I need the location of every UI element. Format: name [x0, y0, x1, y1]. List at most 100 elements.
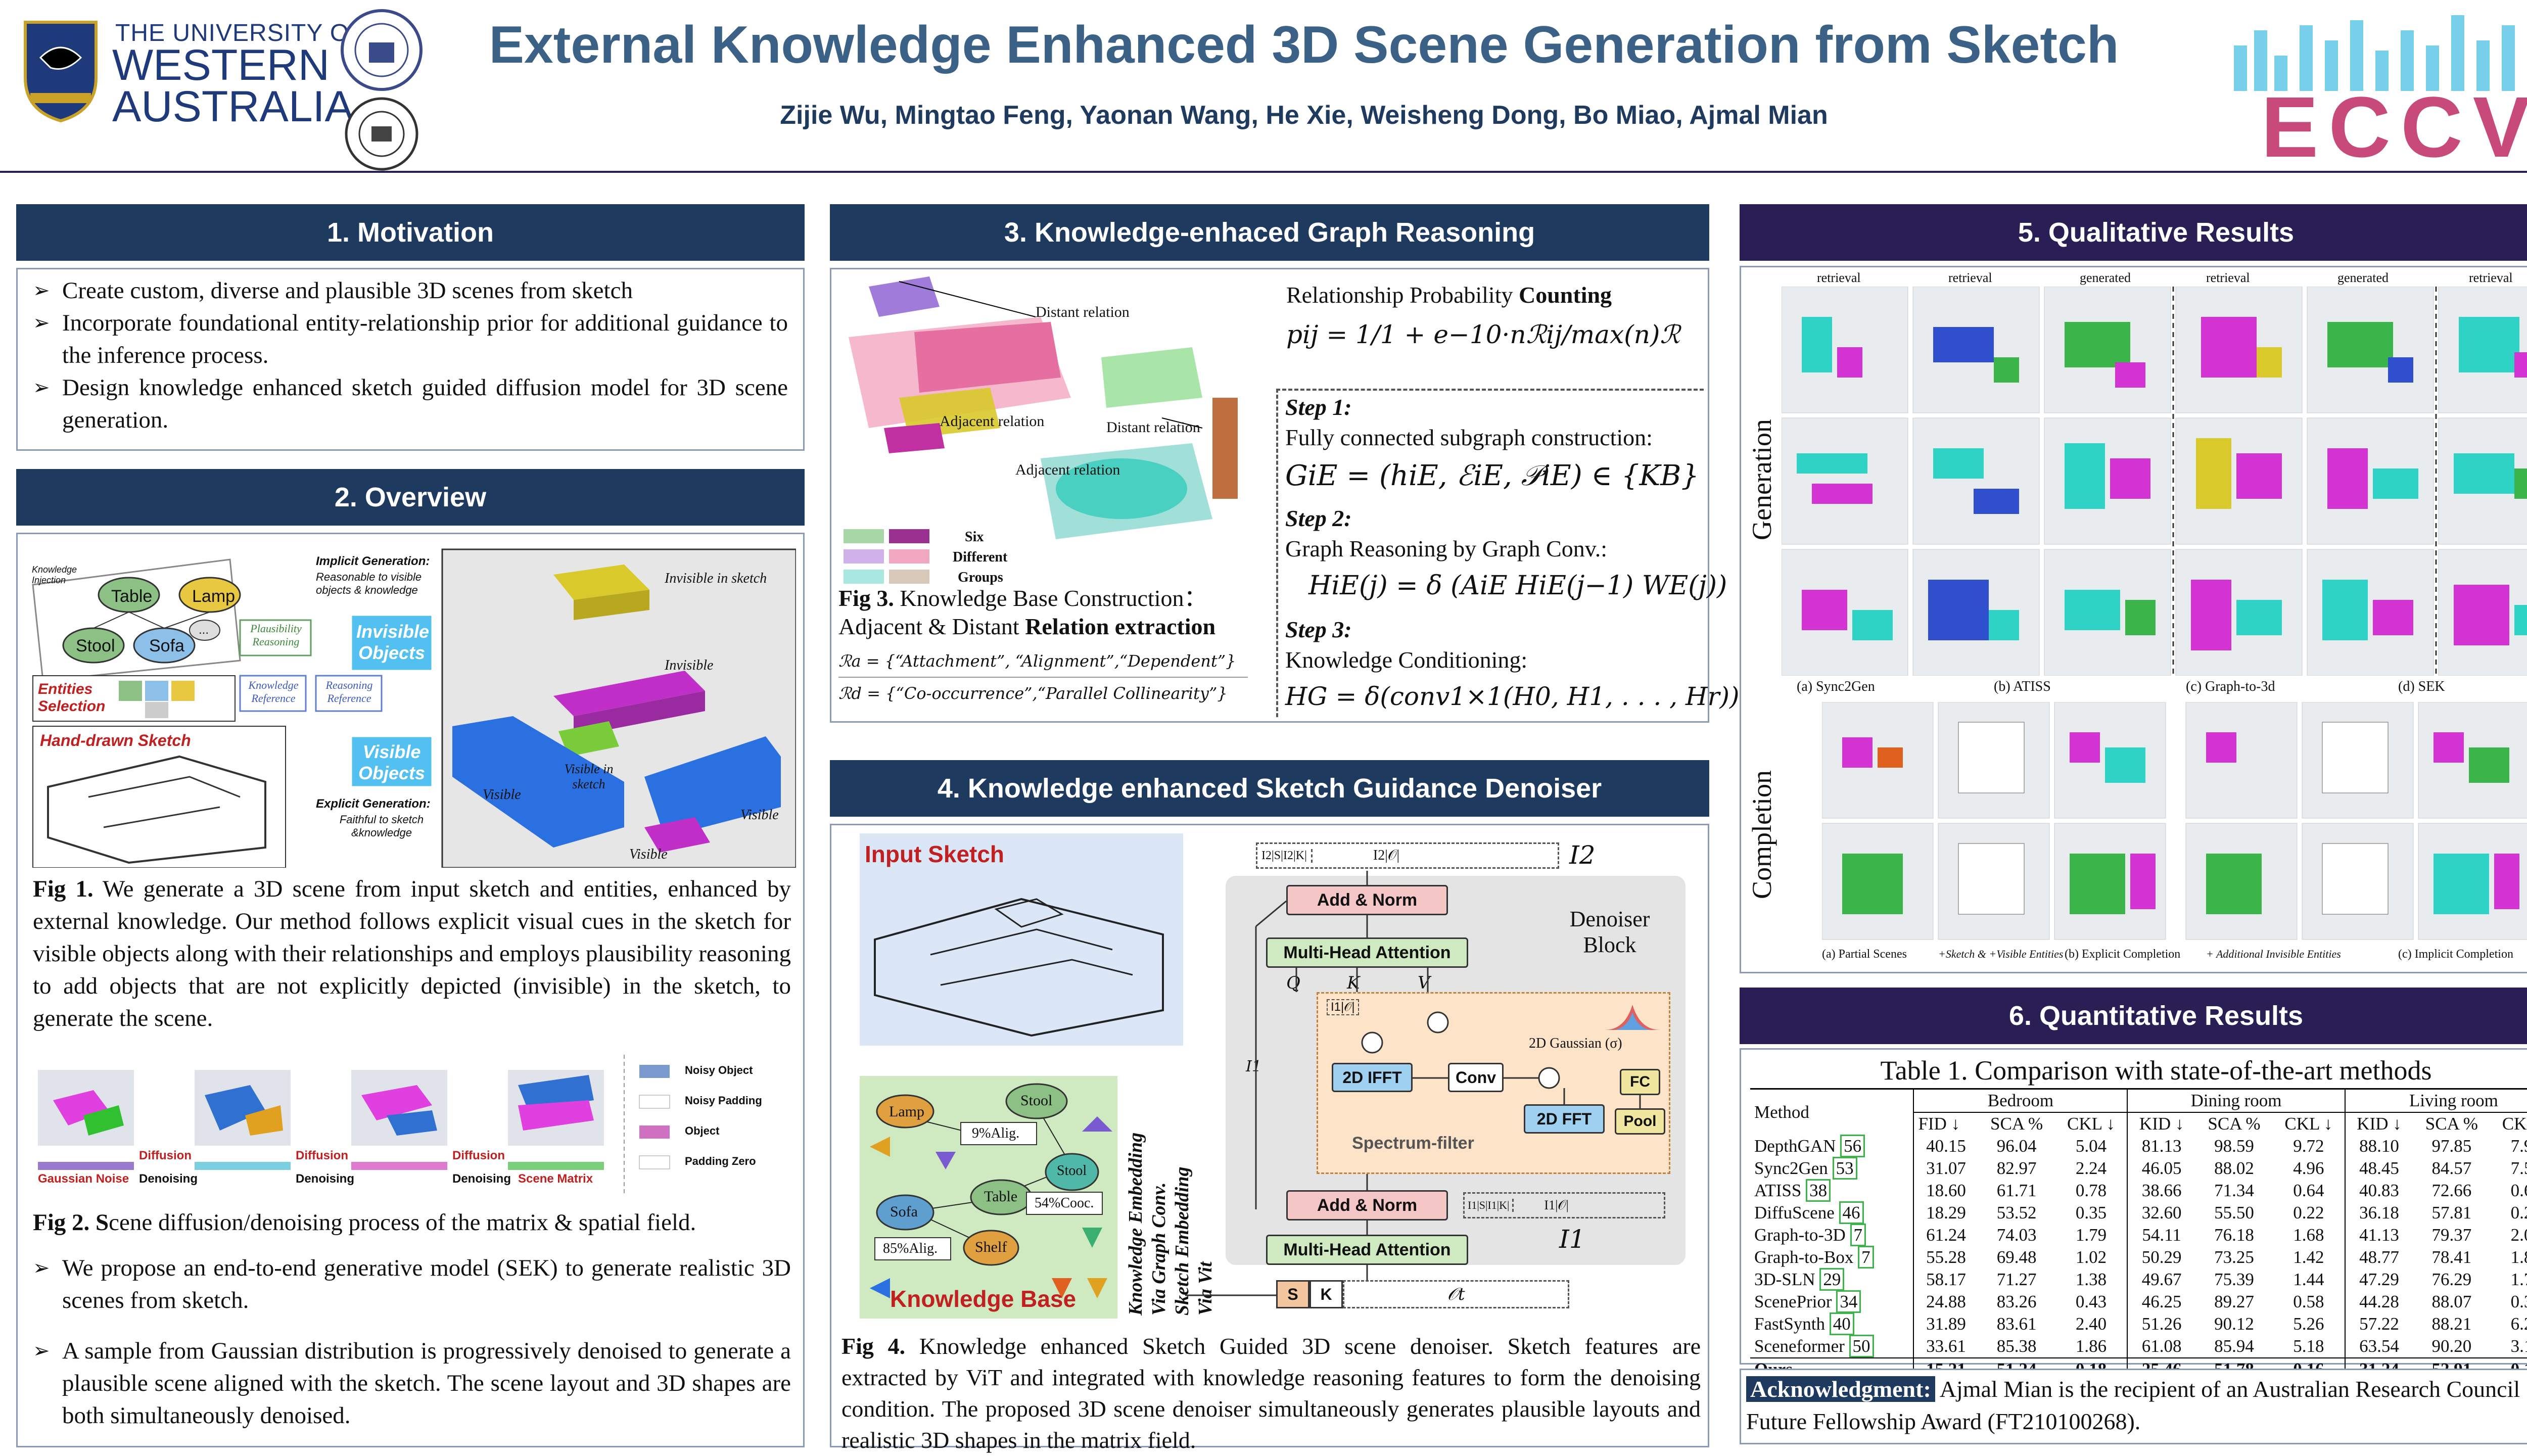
- table-cell: 71.27: [1996, 1270, 2037, 1289]
- method-name: Sceneformer 50: [1750, 1335, 1913, 1358]
- fig1-hand-drawn: Hand-drawn Sketch: [40, 731, 191, 749]
- th-metric: KID ↓: [2344, 1112, 2413, 1135]
- fig1-invisible: Invisible: [665, 657, 714, 673]
- denoiser-header: 4. Knowledge enhanced Sketch Guidance De…: [830, 760, 1709, 817]
- table-cell: 2.40: [2075, 1314, 2107, 1334]
- token-row-mid-a: I1|S|I1|K|: [1465, 1199, 1514, 1212]
- method-name: Graph-to-3D 7: [1750, 1224, 1913, 1246]
- completion-label-1: (a) Partial Scenes: [1822, 948, 1907, 961]
- method-name-text: Sceneformer: [1754, 1336, 1845, 1356]
- completion-grid: [1822, 702, 2527, 940]
- kb-stool-2: Stool: [1057, 1163, 1087, 1179]
- table-cell: 0.78: [2075, 1181, 2107, 1200]
- fig2-denoising-2: Denoising: [296, 1172, 355, 1186]
- method-name: FastSynth 40: [1750, 1312, 1913, 1335]
- table-cell: 44.28: [2344, 1291, 2413, 1313]
- th-metric: CKL ↓: [2502, 1114, 2527, 1134]
- citation-link[interactable]: 29: [1819, 1268, 1845, 1291]
- table-cell: 1.02: [2075, 1247, 2107, 1267]
- fig1-visible-in-sketch: Visible in sketch: [564, 762, 614, 791]
- citation-link[interactable]: 7: [1850, 1224, 1866, 1246]
- graph-header: 3. Knowledge-enhaced Graph Reasoning: [830, 204, 1709, 261]
- token-row-mid-b: I1|𝒪|: [1544, 1197, 1569, 1212]
- table-cell: 71.34: [2214, 1181, 2254, 1200]
- generation-label: Generation: [1747, 419, 1777, 540]
- fft-block: 2D FFT: [1524, 1104, 1605, 1134]
- method-label-1: (a) Sync2Gen: [1797, 679, 1875, 694]
- table-cell: 88.02: [2214, 1158, 2254, 1178]
- graph-step1-formula: GiE = (hiE, ℰiE, 𝒫iE) ∈ {KB}: [1285, 459, 1699, 492]
- ack-label: Acknowledgment:: [1746, 1376, 1935, 1402]
- graph-prob-b: Counting: [1518, 282, 1612, 308]
- table-cell: 18.29: [1913, 1202, 1978, 1224]
- mha-top: Multi-Head Attention: [1266, 937, 1468, 968]
- graph-prob-formula: pij = 1/1 + e−10·nℛij/max(n)ℛ: [1286, 320, 1680, 349]
- method-name-text: 3D-SLN: [1754, 1270, 1815, 1289]
- table-cell: 61.71: [1996, 1181, 2037, 1200]
- citation-link[interactable]: 34: [1836, 1290, 1861, 1313]
- table-cell: 55.28: [1913, 1246, 1978, 1269]
- table-cell: 98.59: [2214, 1136, 2254, 1156]
- table-cell: 0.31: [2510, 1292, 2527, 1311]
- table-cell: 90.20: [2431, 1336, 2472, 1356]
- completion-label-2: +Sketch & +Visible Entities: [1938, 948, 2064, 960]
- table-cell: 57.22: [2344, 1313, 2413, 1335]
- kb-stool-1: Stool: [1020, 1092, 1053, 1109]
- table-cell: 1.42: [2293, 1247, 2324, 1267]
- fig1-graphic: Knowledge Injection Table Lamp Stool Sof…: [28, 544, 797, 869]
- citation-link[interactable]: 46: [1839, 1201, 1864, 1224]
- graph-prob-a: Relationship Probability: [1286, 282, 1519, 308]
- overview-bullets: We propose an end-to-end generative mode…: [33, 1252, 791, 1432]
- table-cell: 1.44: [2293, 1270, 2324, 1289]
- table-cell: 0.58: [2293, 1292, 2324, 1311]
- citation-link[interactable]: 56: [1840, 1135, 1865, 1157]
- method-name: Graph-to-Box 7: [1750, 1246, 1913, 1269]
- table-cell: 57.81: [2431, 1203, 2472, 1223]
- citation-link[interactable]: 53: [1832, 1157, 1857, 1180]
- th-group-dining: Dining room: [2127, 1089, 2345, 1112]
- fig3-extraction-b: Relation extraction: [1025, 614, 1216, 639]
- method-name: DiffuScene 46: [1750, 1201, 1913, 1224]
- table-cell: 63.54: [2344, 1335, 2413, 1358]
- table-cell: 51.26: [2127, 1313, 2195, 1335]
- fig3-caption-lead: Fig 3.: [838, 585, 894, 611]
- fig3-divider-h: [838, 677, 1248, 678]
- fig1-visible-bottom: Visible: [629, 847, 668, 862]
- completion-label-3: (b) Explicit Completion: [2065, 948, 2181, 961]
- method-name: 3D-SLN 29: [1750, 1268, 1913, 1291]
- fig1-visible-right: Visible: [740, 807, 779, 823]
- fig2-caption-lead: Fig 2. S: [33, 1209, 109, 1236]
- fig3-adjacent-2: Adjacent relation: [1015, 461, 1120, 478]
- graph-step1: Step 1:: [1285, 394, 1352, 420]
- citation-link[interactable]: 38: [1806, 1179, 1831, 1202]
- fig2-legend-object: Object: [685, 1124, 720, 1137]
- table-cell: 3.13: [2510, 1336, 2527, 1356]
- fig3-adjacent-1: Adjacent relation: [940, 413, 1045, 430]
- table-cell: 1.77: [2510, 1270, 2527, 1289]
- table-cell: 69.48: [1996, 1247, 2037, 1267]
- table-cell: 74.03: [1996, 1225, 2037, 1245]
- input-sketch-label: Input Sketch: [865, 841, 1005, 867]
- motivation-bullet-1: Create custom, diverse and plausible 3D …: [33, 274, 788, 307]
- fig1-caption-text: We generate a 3D scene from input sketch…: [33, 876, 791, 1031]
- fig1-caption-lead: Fig 1.: [33, 876, 93, 902]
- citation-link[interactable]: 7: [1858, 1246, 1874, 1269]
- table-cell: 2.04: [2510, 1225, 2527, 1245]
- uwa-line1: THE UNIVERSITY OF: [115, 20, 365, 46]
- fig1-knowledge-ref: Knowledge Reference: [248, 679, 299, 704]
- citation-link[interactable]: 50: [1849, 1335, 1874, 1357]
- gaussian-icon: [1605, 1002, 1660, 1032]
- citation-link[interactable]: 40: [1829, 1312, 1854, 1335]
- table-cell: 78.41: [2431, 1247, 2472, 1267]
- th-metric: SCA %: [2208, 1114, 2261, 1134]
- kb-lamp: Lamp: [889, 1103, 924, 1120]
- add-norm-bottom: Add & Norm: [1286, 1190, 1448, 1220]
- table-cell: 5.18: [2293, 1336, 2324, 1356]
- input-sketch-panel: Input Sketch: [860, 833, 1183, 1046]
- graph-step1-text: Fully connected subgraph construction:: [1285, 425, 1653, 450]
- table-cell: 90.12: [2214, 1314, 2254, 1334]
- token-row-top: I2|S|I2|K| I2|𝒪|: [1256, 842, 1559, 869]
